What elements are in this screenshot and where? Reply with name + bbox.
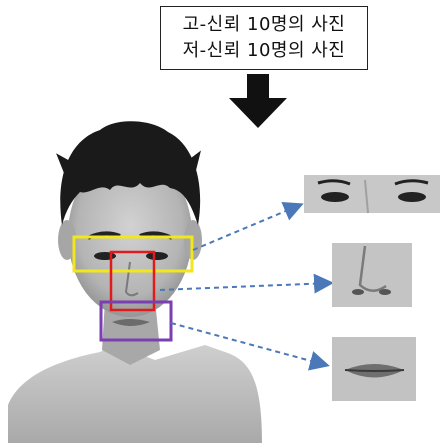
nose-crop-image <box>332 243 412 307</box>
caption-box: 고-신뢰 10명의 사진 저-신뢰 10명의 사진 <box>160 6 368 70</box>
mouth-crop-image <box>332 337 416 401</box>
down-arrow-icon <box>229 74 287 128</box>
caption-high-trust: 고-신뢰 10명의 사진 <box>182 14 346 35</box>
eyes-arrow <box>192 201 304 251</box>
eyes-region-box <box>72 235 194 273</box>
portrait-photo <box>8 121 262 443</box>
eyes-crop-image <box>304 175 440 214</box>
caption-low-trust: 저-신뢰 10명의 사진 <box>182 40 346 61</box>
nose-region-box <box>109 250 156 312</box>
nose-arrow <box>159 273 334 294</box>
mouth-region-box <box>99 300 173 342</box>
